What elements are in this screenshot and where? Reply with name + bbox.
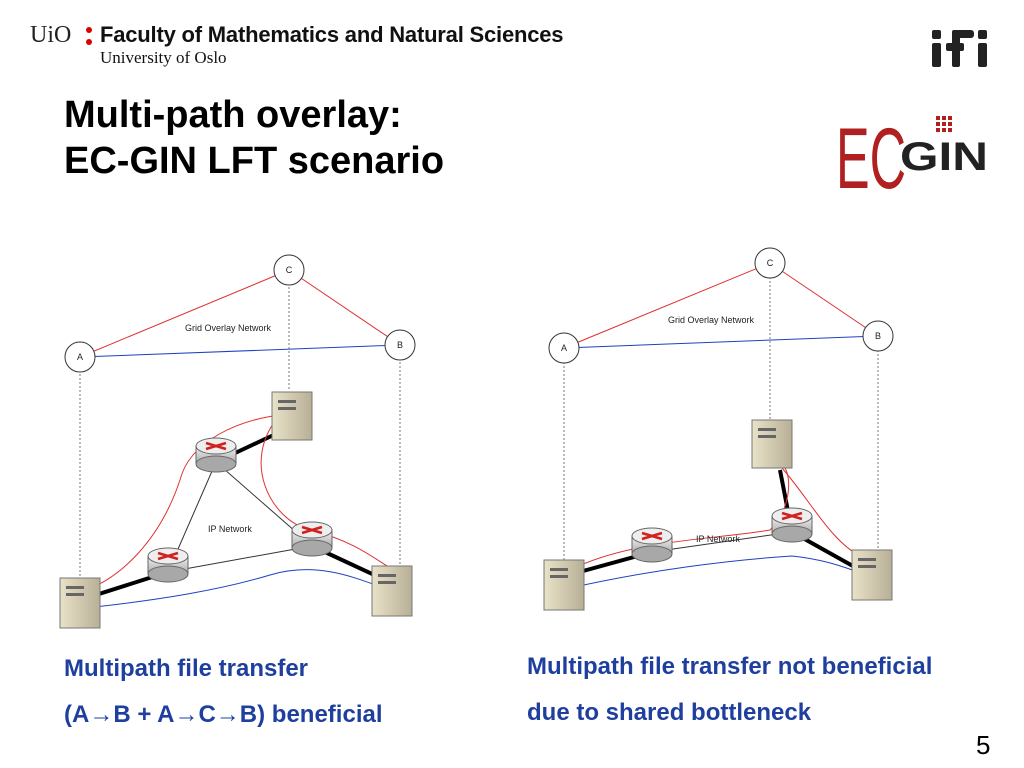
overlay-link-cb: [288, 269, 401, 346]
server-icon: [751, 419, 793, 469]
ecgin-logo-gin: GIN: [900, 135, 988, 179]
overlay-link-ac: [563, 262, 771, 349]
router-icon: [291, 521, 333, 557]
caption-text: B): [239, 701, 266, 728]
caption-text: C: [198, 701, 216, 728]
node-label-c: C: [767, 258, 774, 268]
path-a-to-c: [79, 414, 281, 593]
ip-link-r2-r3: [167, 545, 313, 573]
server-icon: [371, 565, 413, 617]
ip-network-label: IP Network: [208, 524, 252, 534]
router-icon: [195, 437, 237, 473]
router-icon: [631, 527, 673, 563]
server-icon: [543, 559, 585, 611]
caption-text: B + A: [113, 701, 175, 728]
overlay-network-label: Grid Overlay Network: [668, 315, 755, 325]
overlay-node-b: [862, 320, 894, 352]
uio-dots-icon: [86, 27, 92, 45]
ip-network-label: IP Network: [696, 534, 740, 544]
title-line-2: EC-GIN LFT scenario: [64, 140, 445, 182]
uio-mark: UiO: [30, 22, 72, 48]
overlay-link-ac: [79, 269, 290, 358]
overlay-link-cb: [769, 262, 879, 337]
arrow-icon: →: [174, 701, 199, 728]
caption-left-line-1: Multipath file transfer: [64, 655, 309, 682]
caption-beneficial: Multipath file transfer (A→B + A→C→B) be…: [64, 646, 383, 738]
node-label-a: A: [561, 343, 567, 353]
overlay-node-c: [754, 247, 786, 279]
overlay-network-label: Grid Overlay Network: [185, 323, 272, 333]
path-c-to-b: [781, 467, 861, 557]
ecgin-logo: EC GIN: [836, 111, 988, 194]
faculty-name: Faculty of Mathematics and Natural Scien…: [100, 22, 564, 47]
path-a-to-b: [84, 569, 396, 609]
overlay-node-c: [273, 254, 305, 286]
server-icon: [271, 391, 313, 441]
server-icon: [59, 577, 101, 629]
path-a-to-b: [569, 555, 866, 589]
caption-right-line-1: Multipath file transfer not beneficial: [527, 653, 933, 680]
arrow-icon: →: [215, 701, 240, 728]
router-icon: [147, 547, 189, 583]
diagram-beneficial: A C B Grid Overlay Network IP Network: [59, 254, 416, 629]
caption-left-line-2: (A→B + A→C→B) beneficial: [64, 692, 383, 738]
caption-not-beneficial: Multipath file transfer not beneficial d…: [527, 644, 932, 736]
university-name: University of Oslo: [100, 48, 227, 67]
path-a-to-c: [569, 467, 790, 571]
overlay-node-a: [548, 332, 580, 364]
node-label-a: A: [77, 352, 83, 362]
caption-text: (A: [64, 701, 90, 728]
page-number: 5: [976, 730, 991, 760]
slide-title: Multi-path overlay: EC-GIN LFT scenario: [64, 92, 444, 184]
node-label-b: B: [397, 340, 403, 350]
overlay-node-b: [384, 329, 416, 361]
caption-text: beneficial: [265, 701, 383, 728]
diagram-shared-bottleneck: A C B Grid Overlay Network IP Network: [543, 247, 894, 611]
ip-link-r1-r2: [651, 531, 793, 553]
arrow-icon: →: [89, 701, 114, 728]
overlay-node-a: [64, 341, 96, 373]
router-icon: [771, 507, 813, 543]
caption-right-line-2: due to shared bottleneck: [527, 699, 812, 726]
node-label-c: C: [286, 265, 293, 275]
server-icon: [851, 549, 893, 601]
title-line-1: Multi-path overlay:: [64, 94, 402, 136]
ifi-logo-icon: [932, 30, 987, 67]
overlay-link-ab: [79, 344, 401, 358]
overlay-link-ab: [563, 335, 879, 349]
ecgin-logo-ec: EC: [836, 111, 906, 194]
node-label-b: B: [875, 331, 881, 341]
ecgin-logo-grid-icon: [936, 116, 952, 132]
